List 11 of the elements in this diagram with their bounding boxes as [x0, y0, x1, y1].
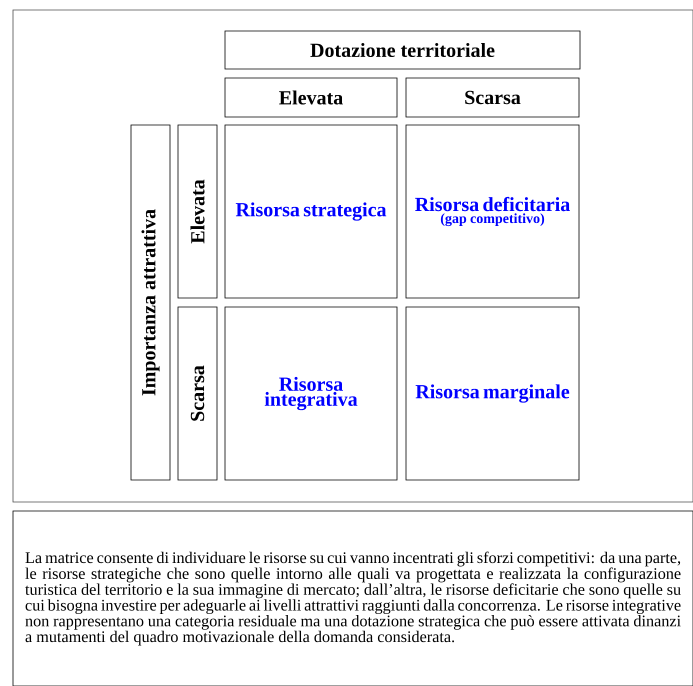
- row-header-box: Scarsa: [178, 306, 218, 480]
- matrix-cell: Risorsa marginale: [406, 306, 580, 480]
- header-box: Dotazione territoriale: [224, 30, 580, 70]
- matrix-cell: Risorsa integrativa: [224, 306, 398, 480]
- row-header-box: Importanza attrattiva: [130, 124, 170, 480]
- row-header-box: Elevata: [178, 124, 218, 298]
- matrix-cell: Risorsa strategica: [224, 124, 398, 298]
- caption-box: La matrice consente di individuare le risorse su cui vanno incentrati gli sforzi competitivi: da una parte, le risorse strategiche che sono quelle intorno alle quali va progettata e realizzata la configurazione turistica del territorio e la sua immagine di mercato; dall’altra, le risorse deficitarie che sono quelle su cui bisogna investire per adeguarle ai livelli attrattivi raggiunti dalla concorrenza. Le risorse integrative non rappresentano una categoria residuale ma una dotazione strategica che può essere attivata dinanzi a mutamenti del quadro motivazionale della domanda considerata.: [12, 510, 693, 686]
- header-box: Scarsa: [406, 78, 580, 118]
- matrix-cell: Risorsa deficitaria (gap competitivo): [406, 124, 580, 298]
- header-box: Elevata: [224, 78, 398, 118]
